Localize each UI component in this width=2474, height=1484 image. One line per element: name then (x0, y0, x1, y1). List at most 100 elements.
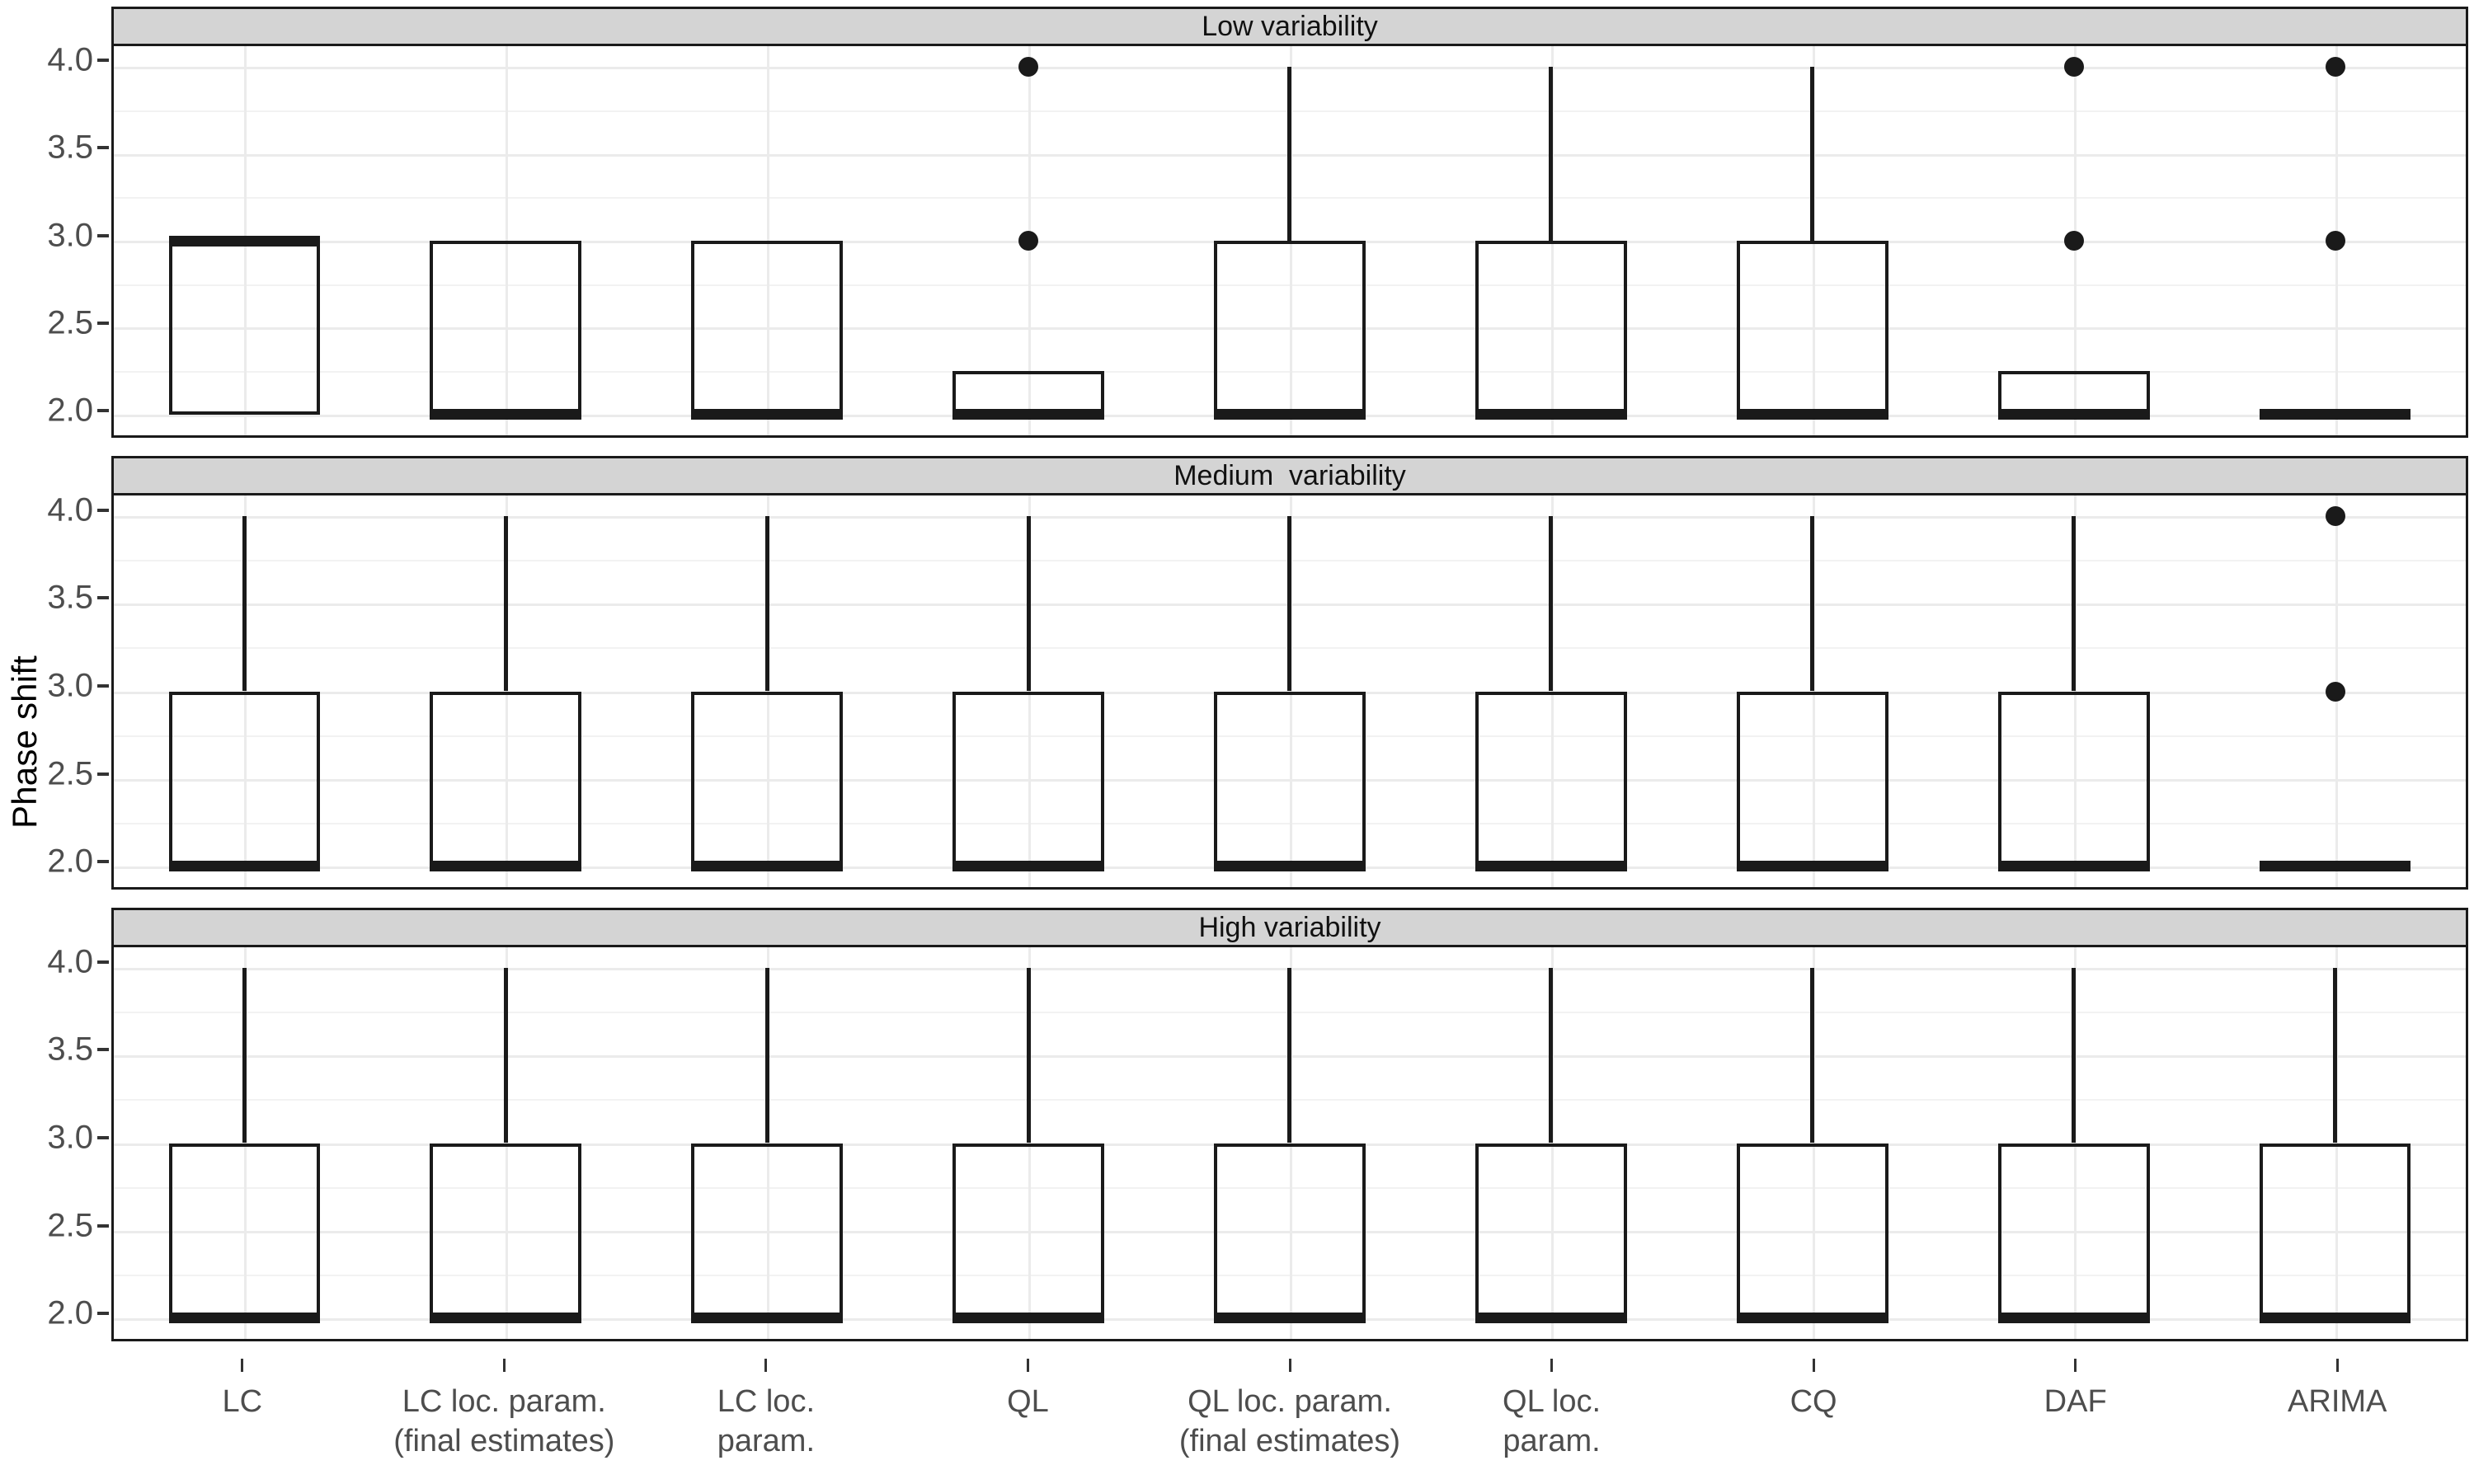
x-tick-mark (764, 1359, 768, 1372)
box-iqr (691, 241, 844, 415)
boxplot[interactable] (898, 46, 1159, 435)
y-tick-label: 2.5 (47, 755, 93, 792)
y-tick-mark (97, 960, 109, 964)
boxplot[interactable] (1420, 947, 1681, 1339)
boxplot[interactable] (1420, 495, 1681, 887)
boxplot[interactable] (1159, 46, 1421, 435)
box-iqr (1214, 1143, 1366, 1318)
box-iqr (1997, 691, 2150, 866)
whisker-upper (1810, 67, 1815, 241)
outlier-point[interactable] (2325, 506, 2345, 527)
boxplot[interactable] (2204, 495, 2466, 887)
y-tick-mark (97, 596, 109, 600)
outlier-point[interactable] (2325, 681, 2345, 702)
x-tick-label: QL loc. param. (final estimates) (1178, 1384, 1401, 1458)
outlier-point[interactable] (2325, 57, 2345, 77)
whisker-upper (764, 968, 769, 1144)
x-tick-label: QL loc. param. (1503, 1384, 1602, 1458)
boxplot[interactable] (114, 947, 375, 1339)
whisker-upper (242, 516, 247, 692)
median-line (952, 409, 1104, 420)
panel-high[interactable] (111, 947, 2468, 1341)
median-line (1997, 1313, 2150, 1324)
y-tick-mark (97, 146, 109, 150)
x-tick-label: CQ (1790, 1384, 1837, 1419)
y-tick-mark (97, 1223, 109, 1228)
y-tick-mark (97, 1312, 109, 1316)
boxplot[interactable] (898, 947, 1159, 1339)
outlier-point[interactable] (2063, 231, 2084, 251)
whisker-upper (1549, 968, 1554, 1144)
panel-low[interactable] (111, 46, 2468, 438)
boxplot[interactable] (2204, 947, 2466, 1339)
whisker-upper (2072, 516, 2077, 692)
y-tick-mark (97, 1136, 109, 1139)
whisker-upper (2072, 968, 2077, 1144)
outlier-point[interactable] (1018, 57, 1039, 77)
boxplot[interactable] (637, 46, 898, 435)
y-tick-mark (97, 59, 109, 63)
y-tick-mark (97, 860, 109, 864)
y-tick-label: 2.5 (47, 1207, 93, 1244)
whisker-upper (242, 968, 247, 1144)
facet-panels: Low variability Medium variability High … (111, 7, 2468, 1359)
boxplot[interactable] (2204, 46, 2466, 435)
whisker-upper (1287, 968, 1292, 1144)
facet-low: Low variability (111, 7, 2468, 438)
median-line (691, 1313, 844, 1324)
boxplot[interactable] (1681, 947, 1943, 1339)
boxplot[interactable] (1943, 46, 2204, 435)
y-tick-label: 2.0 (47, 843, 93, 880)
outlier-point[interactable] (2063, 57, 2084, 77)
x-tick-mark (2335, 1359, 2339, 1372)
boxplot[interactable] (1943, 495, 2204, 887)
median-line (1214, 861, 1366, 872)
boxplot[interactable] (375, 495, 637, 887)
y-tick-label: 2.5 (47, 304, 93, 341)
median-line (168, 861, 321, 872)
y-tick-label: 2.0 (47, 1294, 93, 1331)
whisker-upper (1026, 968, 1031, 1144)
box-iqr (430, 241, 582, 415)
boxplot[interactable] (637, 947, 898, 1339)
y-tick-label: 3.5 (47, 579, 93, 616)
boxplot[interactable] (898, 495, 1159, 887)
box-iqr (1475, 241, 1627, 415)
whisker-upper (1287, 67, 1292, 241)
x-tick-mark (1288, 1359, 1291, 1372)
median-line (1736, 1313, 1888, 1324)
y-tick-mark (97, 508, 109, 512)
boxplot[interactable] (1420, 46, 1681, 435)
boxplot[interactable] (114, 46, 375, 435)
boxplot[interactable] (1943, 947, 2204, 1339)
boxplot[interactable] (637, 495, 898, 887)
boxplot[interactable] (375, 947, 637, 1339)
y-tick-mark (97, 233, 109, 237)
box-iqr (168, 691, 321, 866)
box-iqr (1997, 371, 2150, 415)
whisker-upper (503, 968, 508, 1144)
boxplot[interactable] (1159, 947, 1421, 1339)
outlier-point[interactable] (1018, 231, 1039, 251)
median-line (1997, 861, 2150, 872)
y-tick-mark (97, 408, 109, 412)
boxplot[interactable] (1681, 46, 1943, 435)
x-tick-label: ARIMA (2288, 1384, 2387, 1419)
boxplot[interactable] (1681, 495, 1943, 887)
outlier-point[interactable] (2325, 231, 2345, 251)
boxplot[interactable] (1159, 495, 1421, 887)
boxplot[interactable] (375, 46, 637, 435)
y-tick-label: 3.5 (47, 1031, 93, 1068)
median-line (691, 409, 844, 420)
median-line (1736, 409, 1888, 420)
x-tick-label: LC (222, 1384, 263, 1419)
y-tick-label: 4.0 (47, 41, 93, 78)
median-line (691, 861, 844, 872)
x-tick-label: LC loc. param. (717, 1384, 816, 1458)
whisker-upper (764, 516, 769, 692)
boxplot[interactable] (114, 495, 375, 887)
y-tick-mark (97, 684, 109, 688)
median-line (952, 861, 1104, 872)
panel-medium[interactable] (111, 495, 2468, 890)
y-tick-label: 3.5 (47, 129, 93, 166)
